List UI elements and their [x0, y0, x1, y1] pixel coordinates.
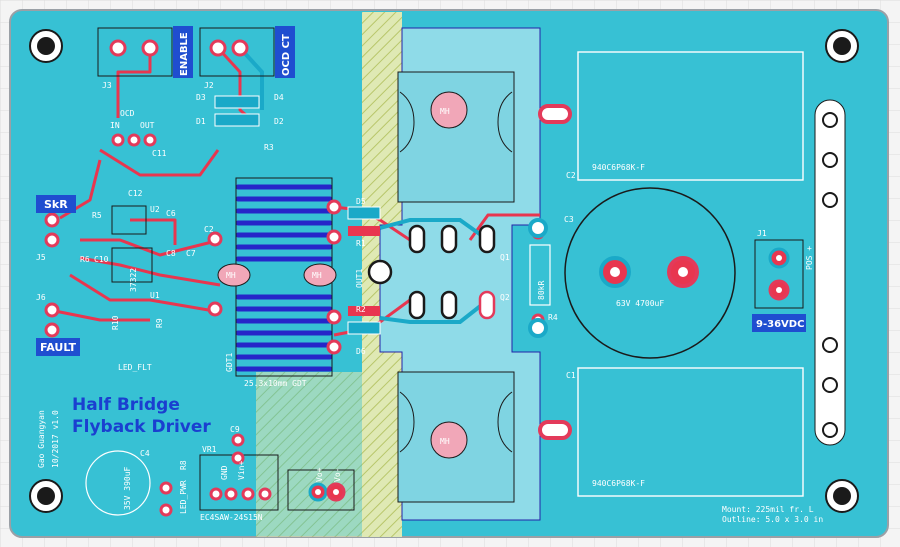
- ref-c11: C11: [152, 149, 167, 158]
- c1-outline: [577, 367, 804, 497]
- ref-r10: R10: [111, 315, 120, 330]
- ref-d6: D6: [356, 347, 366, 356]
- ref-c3-value: 63V 4700uF: [616, 299, 664, 308]
- u2-chip: [111, 205, 147, 235]
- ref-gdt-part: 25.3x10mm GDT: [244, 379, 307, 388]
- c2-outline: [577, 51, 804, 181]
- ref-r3: R3: [264, 143, 274, 152]
- ref-r1: R1: [356, 239, 366, 248]
- ref-gnd: GND: [220, 465, 229, 480]
- fault-label-bg: [36, 338, 80, 356]
- ref-u1-part: 37322: [129, 268, 138, 292]
- out1-label: OUT1: [355, 269, 364, 288]
- ref-d3: D3: [196, 93, 206, 102]
- ref-led-pwr: LED_PWR: [179, 480, 188, 514]
- ref-d4: D4: [274, 93, 284, 102]
- ref-r4-value: 80kR: [537, 281, 546, 300]
- fault-label: FAULT: [40, 341, 77, 354]
- outline-note: Outline: 5.0 x 3.0 in: [722, 515, 823, 524]
- author-text: Gao Guangyan: [37, 410, 46, 468]
- ref-u1: U1: [150, 291, 160, 300]
- title-line2: Flyback Driver: [72, 417, 211, 437]
- ref-vo-plus: Vo+: [315, 467, 324, 482]
- bottom-traces: [238, 46, 490, 324]
- ref-c7: C7: [186, 249, 196, 258]
- ref-j2: J2: [204, 81, 214, 90]
- c4-outline: [85, 450, 151, 516]
- ref-c4: C4: [140, 449, 150, 458]
- vo-connector: [287, 469, 355, 511]
- ref-out: OUT: [140, 121, 155, 130]
- ref-in: IN: [110, 121, 120, 130]
- ref-mh-gdt-right: MH: [312, 271, 322, 280]
- mount-holes: [29, 29, 859, 513]
- vin-label: 9-36VDC: [756, 319, 804, 330]
- ref-q1: Q1: [500, 253, 510, 262]
- ref-c4-value: 35V 390uF: [123, 466, 132, 510]
- ref-vr1: VR1: [202, 445, 217, 454]
- ref-j3: J3: [102, 81, 112, 90]
- out2-label: OUT2: [818, 225, 837, 234]
- enable-label: ENABLE: [179, 32, 190, 76]
- ref-r9: R9: [155, 318, 164, 328]
- ref-mh-q2: MH: [440, 437, 450, 446]
- ocd-ct-label: OCD CT: [281, 34, 292, 76]
- ref-d1: D1: [196, 117, 206, 126]
- ref-r8: R8: [179, 460, 188, 470]
- mh-discs: [217, 91, 468, 459]
- ref-c2: C2: [204, 225, 214, 234]
- ref-mh-q1: MH: [440, 107, 450, 116]
- ref-vo-minus: Vo-: [333, 468, 342, 482]
- ref-gdt1: GDT1: [225, 353, 234, 372]
- ref-r4: R4: [548, 313, 558, 322]
- out2-bar: [814, 99, 846, 446]
- ref-q2: Q2: [500, 293, 510, 302]
- c3-outline: [564, 187, 736, 359]
- ref-led-flt: LED_FLT: [118, 363, 152, 372]
- ref-c6: C6: [166, 209, 176, 218]
- ref-r6: R6: [80, 255, 90, 264]
- ref-c1-part: 940C6P68K-F: [592, 479, 645, 488]
- pos-label: POS +: [805, 246, 814, 270]
- ref-j5: J5: [36, 253, 46, 262]
- enable-label-bg: [173, 26, 193, 78]
- j3-outline: [97, 27, 173, 77]
- mount-note: Mount: 225mil fr. L: [722, 505, 814, 514]
- ref-vin-plus: Vin+: [237, 461, 246, 480]
- ref-c2-cap: C2: [566, 171, 576, 180]
- ref-c9: C9: [230, 425, 240, 434]
- r4-body: [529, 244, 551, 306]
- ref-c12: C12: [128, 189, 143, 198]
- ref-c2-part: 940C6P68K-F: [592, 163, 645, 172]
- vin-label-bg: [752, 314, 806, 332]
- ref-j6: J6: [36, 293, 46, 302]
- ref-c1: C1: [566, 371, 576, 380]
- ref-u2: U2: [150, 205, 160, 214]
- skr-label: SkR: [44, 198, 68, 211]
- j2-outline: [199, 27, 275, 77]
- ref-j1: J1: [757, 229, 767, 238]
- u1-chip: [111, 247, 153, 283]
- th-pads: [44, 39, 838, 517]
- ref-c3: C3: [564, 215, 574, 224]
- ref-vr-part: EC4SAW-24S15N: [200, 513, 263, 522]
- ref-c8: C8: [166, 249, 176, 258]
- skr-label-bg: [36, 195, 76, 213]
- ref-d5: D5: [356, 197, 366, 206]
- ref-d2: D2: [274, 117, 284, 126]
- ocd-ct-label-bg: [275, 26, 295, 78]
- ref-r2: R2: [356, 305, 366, 314]
- ref-c10: C10: [94, 255, 109, 264]
- ref-ocd: OCD: [120, 109, 135, 118]
- date-text: 10/2017 v1.0: [51, 410, 60, 468]
- out2-bar-label: OUT2: [833, 286, 842, 305]
- title-line1: Half Bridge: [72, 395, 180, 415]
- j1-outline: [754, 239, 804, 309]
- q1-heatsink: [397, 71, 515, 203]
- ref-mh-gdt-left: MH: [226, 271, 236, 280]
- gdt-winding: [235, 184, 333, 372]
- ref-r5: R5: [92, 211, 102, 220]
